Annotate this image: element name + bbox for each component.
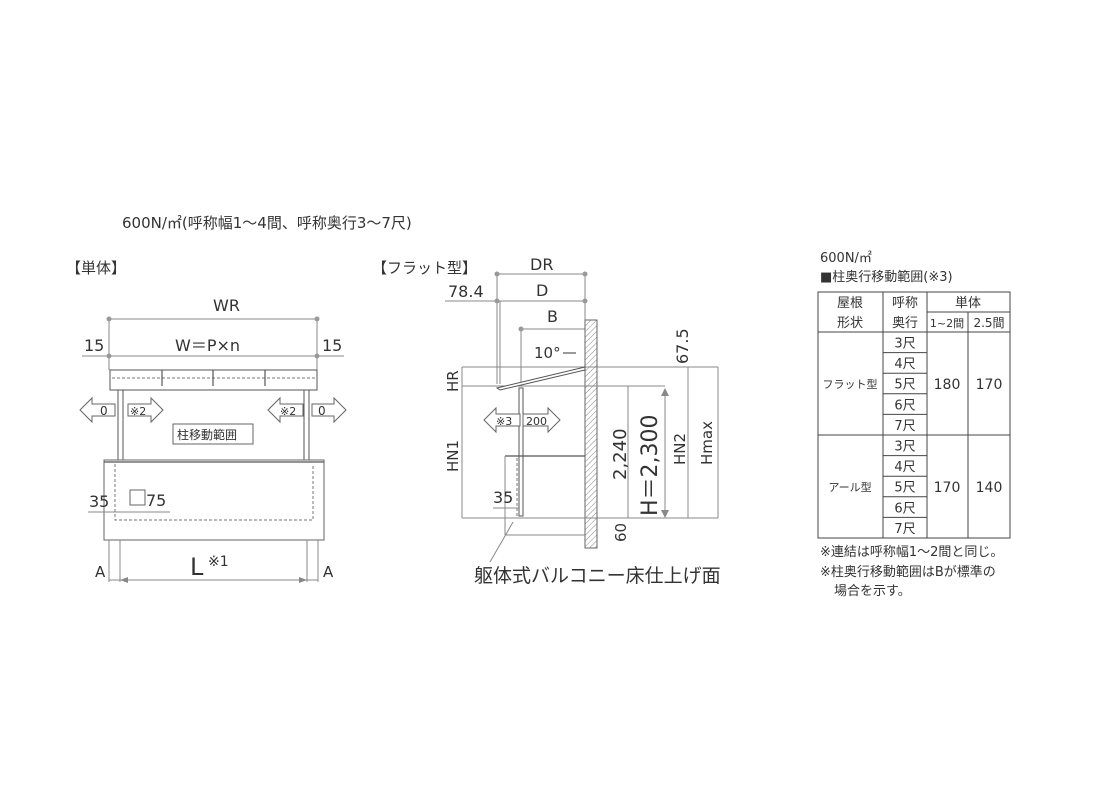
roof-slope	[495, 366, 586, 391]
side-view-heading: 【フラット型】	[372, 259, 477, 277]
wr-label: WR	[213, 296, 240, 315]
depth-cell: 6尺	[894, 501, 915, 516]
arrowhead	[661, 388, 669, 396]
w-formula: W＝P×n	[175, 336, 240, 355]
group-value-1: 180	[934, 377, 961, 393]
group-value-2: 170	[976, 377, 1003, 393]
group-shape: フラット型	[823, 377, 878, 391]
h-value-label: H＝2,300	[638, 414, 663, 516]
front-view: 【単体】 WR 15 W＝P×n 15 0 ※2 ※2 0 柱移動範囲	[66, 259, 347, 583]
depth-cell: 4尺	[894, 460, 915, 475]
dim-dot	[494, 271, 500, 277]
dim-35-label: 35	[89, 492, 109, 511]
dim-dot	[314, 353, 320, 359]
post-range-label: 柱移動範囲	[177, 427, 237, 442]
side-left-dim: 15	[84, 336, 104, 355]
header-roof-1: 屋根	[837, 296, 863, 311]
table-load: 600N/㎡	[820, 251, 872, 266]
group-value-2: 140	[976, 480, 1003, 496]
square-post-icon	[129, 489, 146, 506]
hmax-label: Hmax	[698, 421, 716, 465]
page-title: 600N/㎡(呼称幅1～4間、呼称奥行3～7尺)	[122, 214, 412, 232]
dim-dot	[518, 326, 524, 332]
arrow-left-icon	[79, 396, 116, 424]
depth-cell: 3尺	[894, 440, 915, 455]
depth-cell: 6尺	[894, 398, 915, 413]
dim-dot	[582, 298, 588, 304]
arrow-right-icon	[127, 396, 164, 424]
dim-dot	[314, 316, 320, 322]
table-note: ※柱奥行移動範囲はBが標準の	[820, 564, 996, 580]
side-right-dim: 15	[322, 336, 342, 355]
arrow-right-icon	[522, 406, 561, 434]
arrow-right-icon	[311, 396, 347, 424]
table-title: ■柱奥行移動範囲(※3)	[820, 270, 953, 285]
table-border	[817, 291, 1011, 539]
header-depth-1: 呼称	[892, 296, 918, 311]
header-single: 単体	[955, 295, 981, 311]
arrow-in-right-label: ※2	[280, 405, 296, 418]
dim-2240-label: 2,240	[610, 428, 631, 480]
side-view: 【フラット型】 DR 78.4 D B 10° 67.5 HR HN1	[372, 255, 721, 587]
dim-dot	[106, 353, 112, 359]
depth-cell: 5尺	[894, 378, 915, 393]
arrowhead	[661, 510, 669, 518]
floor-label: 躯体式バルコニー床仕上げ面	[474, 565, 721, 587]
post-left	[117, 389, 124, 463]
offset-label: 78.4	[448, 282, 484, 301]
arrow-right-label: 200	[526, 415, 547, 428]
post-range-box	[172, 423, 254, 445]
post-size-label: 75	[146, 491, 166, 510]
group-shape: アール型	[828, 480, 871, 494]
front-view-heading: 【単体】	[66, 259, 126, 277]
arrow-in-left-label: ※2	[130, 405, 146, 418]
depth-cell: 5尺	[894, 481, 915, 496]
hn2-label: HN2	[671, 433, 689, 465]
l-label: L	[190, 553, 204, 581]
wall-hatch	[584, 319, 598, 549]
dim-35-label: 35	[493, 488, 513, 507]
header-roof-2: 形状	[837, 316, 863, 331]
dim-dot	[106, 316, 112, 322]
d-label: D	[536, 281, 548, 300]
post-range-outline	[114, 464, 314, 521]
post	[518, 387, 524, 517]
hn1-label: HN1	[444, 440, 462, 472]
l-note: ※1	[208, 554, 229, 570]
depth-cell: 4尺	[894, 357, 915, 372]
b-label: B	[547, 307, 558, 326]
a-left-label: A	[95, 563, 106, 581]
header-depth-2: 奥行	[892, 316, 918, 331]
table-note: 場合を示す。	[834, 584, 911, 599]
group-value-1: 170	[934, 480, 961, 496]
arrow-left-icon	[267, 396, 304, 424]
angle-label: 10°	[534, 344, 561, 362]
hr-label: HR	[444, 370, 462, 392]
header-col1: 1~2間	[930, 317, 964, 330]
dim-dot	[494, 298, 500, 304]
table-note: ※連結は呼称幅1～2間と同じ。	[820, 545, 1003, 560]
a-right-label: A	[323, 563, 334, 581]
dr-label: DR	[530, 255, 553, 274]
post-range-table: 600N/㎡ ■柱奥行移動範囲(※3) 屋根 形状 呼称 奥行 単体 1~2間 …	[817, 251, 1011, 599]
post-right	[303, 389, 310, 463]
dim-dot	[582, 271, 588, 277]
arrow-left-label: ※3	[496, 415, 512, 428]
leader-line	[489, 521, 514, 563]
dim-60-label: 60	[612, 523, 630, 542]
header-col2: 2.5間	[973, 316, 1004, 330]
dim-675-label: 67.5	[673, 328, 692, 364]
arrowhead	[120, 577, 128, 583]
arrow-left-icon	[483, 406, 521, 434]
depth-cell: 3尺	[894, 337, 915, 352]
depth-cell: 7尺	[894, 522, 915, 537]
arrowhead	[299, 577, 307, 583]
arrow-out-right-label: 0	[318, 404, 326, 418]
arrow-out-left-label: 0	[100, 404, 108, 418]
depth-cell: 7尺	[894, 419, 915, 434]
